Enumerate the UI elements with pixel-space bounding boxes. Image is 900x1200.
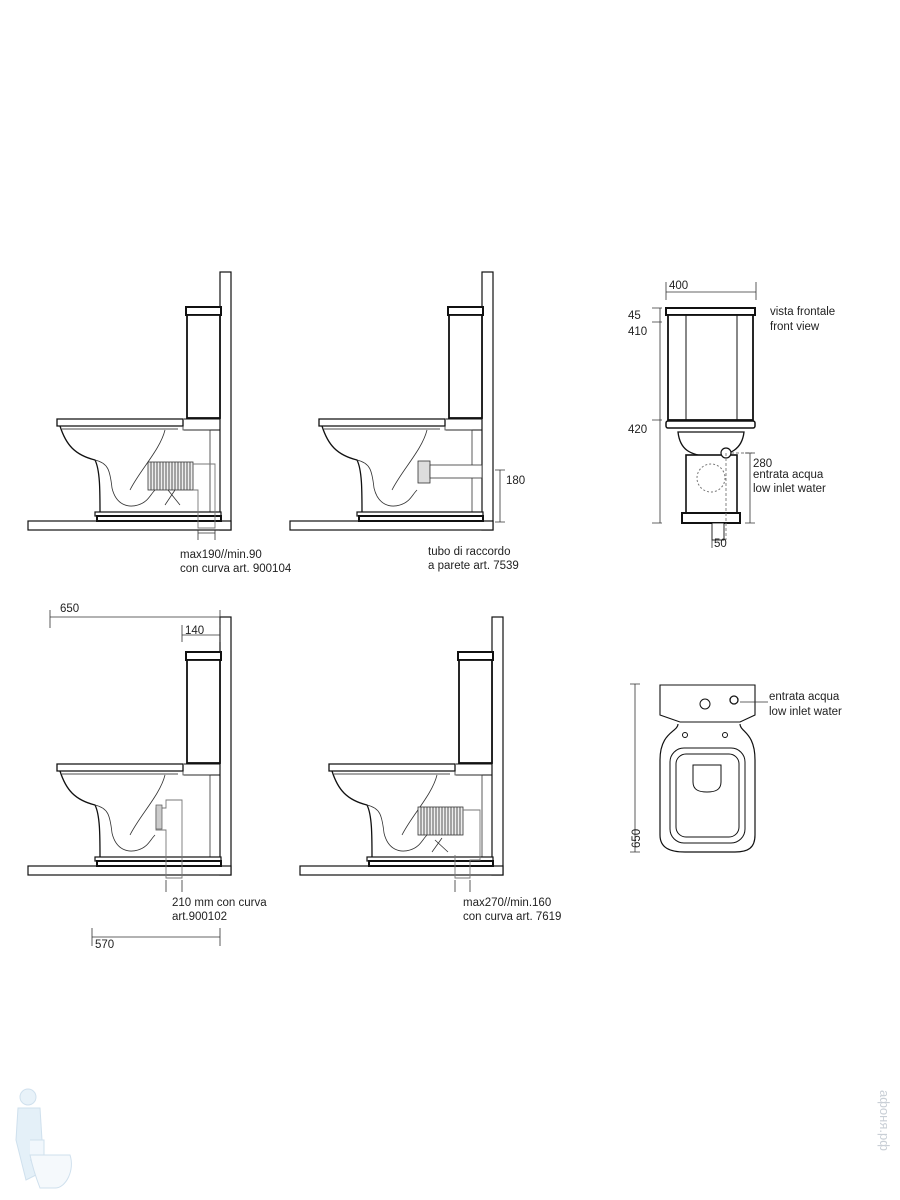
dim-depth: 650	[60, 603, 79, 615]
dim-outlet: 570	[95, 939, 114, 951]
top-view: 650 entrata acqua low inlet water	[630, 683, 842, 853]
note-line1: max270//min.160	[463, 897, 551, 909]
dim-inlet-height: 280	[753, 458, 772, 470]
side-view-floor-outlet: 650 140 210 mm con curva art.900102 570	[27, 603, 267, 951]
scissors-icon	[431, 837, 449, 853]
dim-base: 50	[714, 538, 727, 550]
dim-length: 650	[631, 829, 643, 848]
note-line1: tubo di raccordo	[428, 546, 510, 558]
note-line1: 210 mm con curva	[172, 897, 267, 909]
note-line2: con curva art. 7619	[463, 911, 561, 923]
view-title-line1: vista frontale	[770, 306, 835, 318]
inlet-label-line1: entrata acqua	[753, 469, 824, 481]
dim-cap: 45	[628, 310, 641, 322]
scissors-icon	[164, 489, 181, 506]
dim-height: 180	[506, 475, 525, 487]
dim-tank-depth: 140	[185, 625, 204, 637]
dim-bowl: 420	[628, 424, 647, 436]
note-line1: max190//min.90	[180, 549, 262, 561]
watermark-site: афоня.рф	[877, 1090, 892, 1151]
dim-tank: 410	[628, 326, 647, 338]
inlet-label-line2: low inlet water	[753, 483, 826, 495]
inlet-label-line2: low inlet water	[769, 706, 842, 718]
dim-width: 400	[669, 280, 688, 292]
note-line2: art.900102	[172, 911, 227, 923]
side-view-wall-connector: 180 tubo di raccordo a parete art. 7539	[289, 271, 525, 572]
note-line2: con curva art. 900104	[180, 563, 292, 575]
plumber-mascot-logo	[15, 1088, 72, 1189]
water-inlet-icon	[729, 695, 739, 705]
side-view-wall-outlet: max190//min.90 con curva art. 900104	[27, 271, 292, 575]
note-line2: a parete art. 7539	[428, 560, 519, 572]
side-view-floor-adjustable: max270//min.160 con curva art. 7619	[299, 616, 561, 923]
front-view: 400 45 410 420 280 entrata acqua low inl…	[628, 280, 835, 550]
inlet-label-line1: entrata acqua	[769, 691, 840, 703]
view-title-line2: front view	[770, 321, 820, 333]
